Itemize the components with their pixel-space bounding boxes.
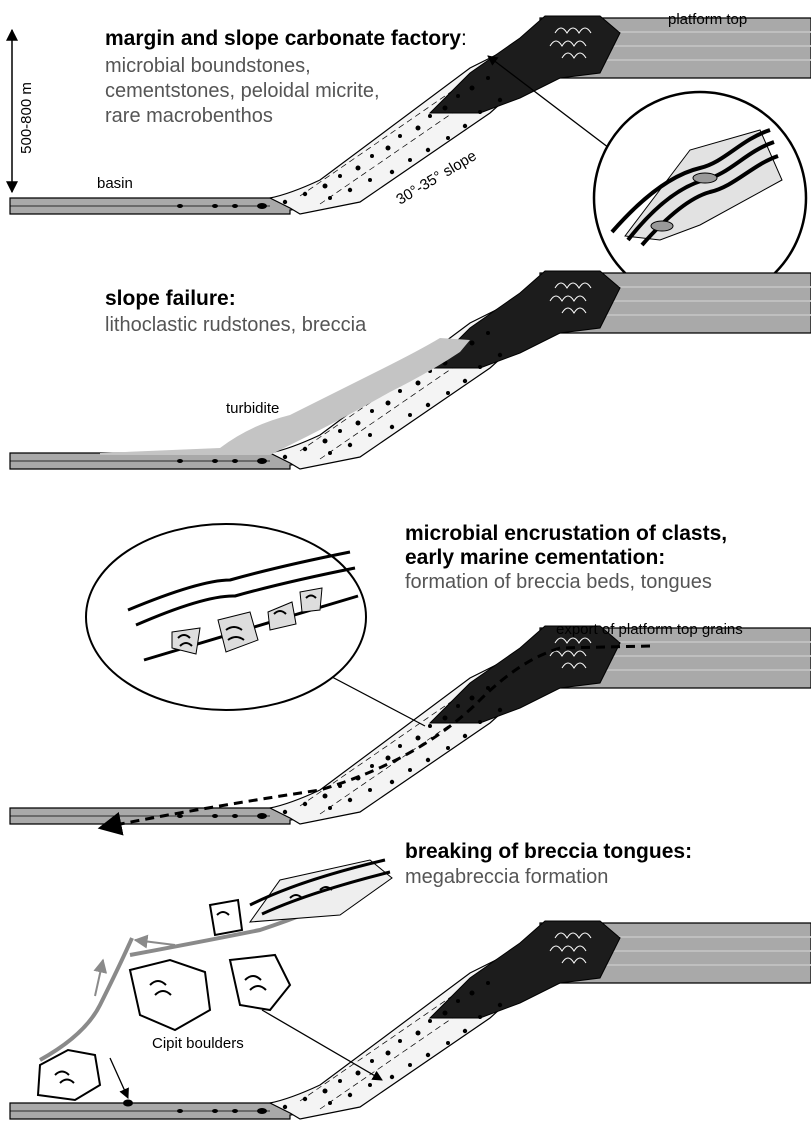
- fault-lower: [40, 938, 132, 1060]
- panel-carbonate-factory: 500-800 m margin and slope carbonate fac…: [10, 11, 811, 304]
- clast-source-arrow: [262, 1010, 382, 1080]
- basin-label: basin: [97, 175, 133, 192]
- slope-failure-line: lithoclastic rudstones, breccia: [105, 314, 367, 336]
- turbidite-label: turbidite: [226, 400, 279, 417]
- factory-line-1: microbial boundstones,: [105, 55, 311, 77]
- encrustation-line: formation of breccia beds, tongues: [405, 571, 712, 593]
- panel-megabreccia: breaking of breccia tongues: megabreccia…: [10, 840, 811, 1119]
- fault-arrow-lower: [95, 960, 103, 996]
- panel-encrustation: microbial encrustation of clasts, early …: [10, 522, 811, 828]
- magnified-boundstone-circle: [594, 92, 806, 304]
- heading-encrustation-1: microbial encrustation of clasts,: [405, 522, 727, 545]
- megabreccia-line: megabreccia formation: [405, 866, 608, 888]
- boulder-arrow: [110, 1058, 128, 1098]
- heading-megabreccia: breaking of breccia tongues:: [405, 840, 692, 863]
- factory-line-3: rare macrobenthos: [105, 105, 273, 127]
- heading-carbonate-factory: margin and slope carbonate factory:: [105, 27, 467, 50]
- panel-slope-failure: slope failure: lithoclastic rudstones, b…: [10, 271, 811, 469]
- export-label: export of platform top grains: [556, 621, 743, 638]
- heading-slope-failure: slope failure:: [105, 287, 236, 310]
- boulders-label: Cipit boulders: [152, 1035, 244, 1052]
- factory-line-2: cementstones, peloidal micrite,: [105, 80, 380, 102]
- fault-arrow-upper: [135, 940, 175, 945]
- scale-label: 500-800 m: [18, 82, 35, 154]
- platform-top-label: platform top: [668, 11, 747, 28]
- heading-encrustation-2: early marine cementation:: [405, 546, 665, 569]
- magnified-clasts-ellipse: [86, 524, 366, 710]
